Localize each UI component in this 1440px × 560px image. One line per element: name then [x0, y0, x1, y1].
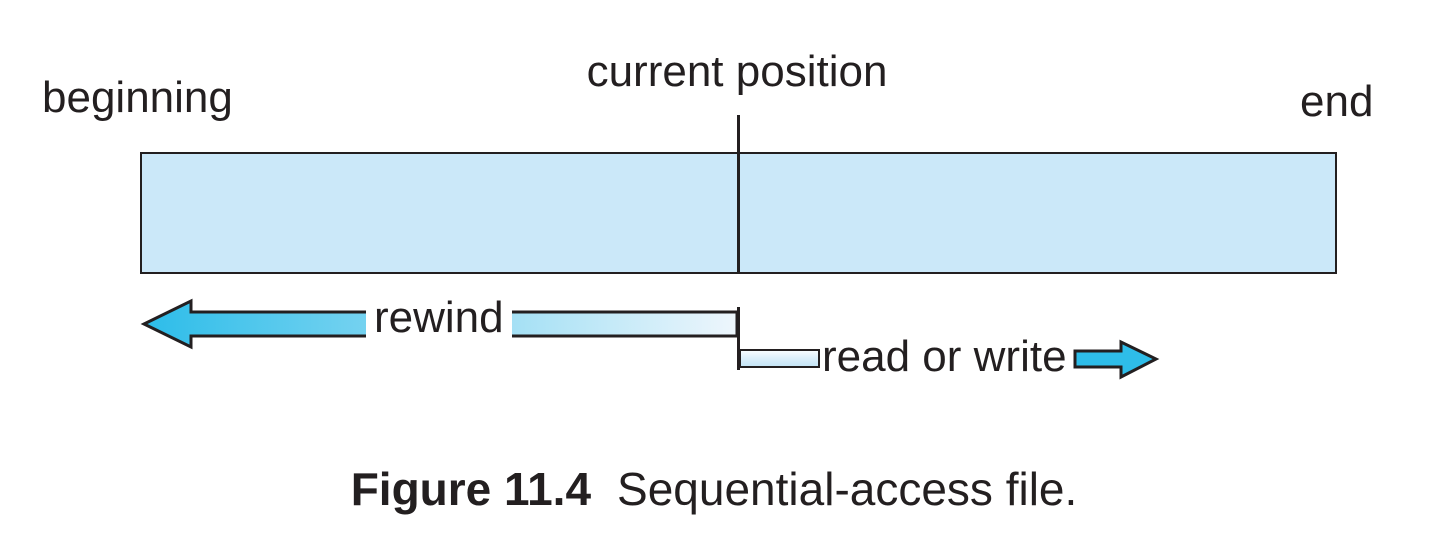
- beginning-label: beginning: [42, 73, 233, 122]
- read-write-shaft: [739, 349, 820, 368]
- end-label: end: [1300, 77, 1374, 126]
- read-or-write-label: read or write: [822, 332, 1067, 381]
- figure-caption: Figure 11.4 Sequential-access file.: [351, 465, 1078, 513]
- figure-caption-title: Sequential-access file.: [617, 463, 1078, 515]
- current-position-label: current position: [586, 47, 888, 96]
- figure-caption-number: Figure 11.4: [350, 463, 592, 515]
- rewind-label: rewind: [366, 295, 512, 341]
- current-position-line: [737, 115, 740, 274]
- read-write-arrow: [1073, 339, 1160, 380]
- current-position-tick: [737, 307, 740, 370]
